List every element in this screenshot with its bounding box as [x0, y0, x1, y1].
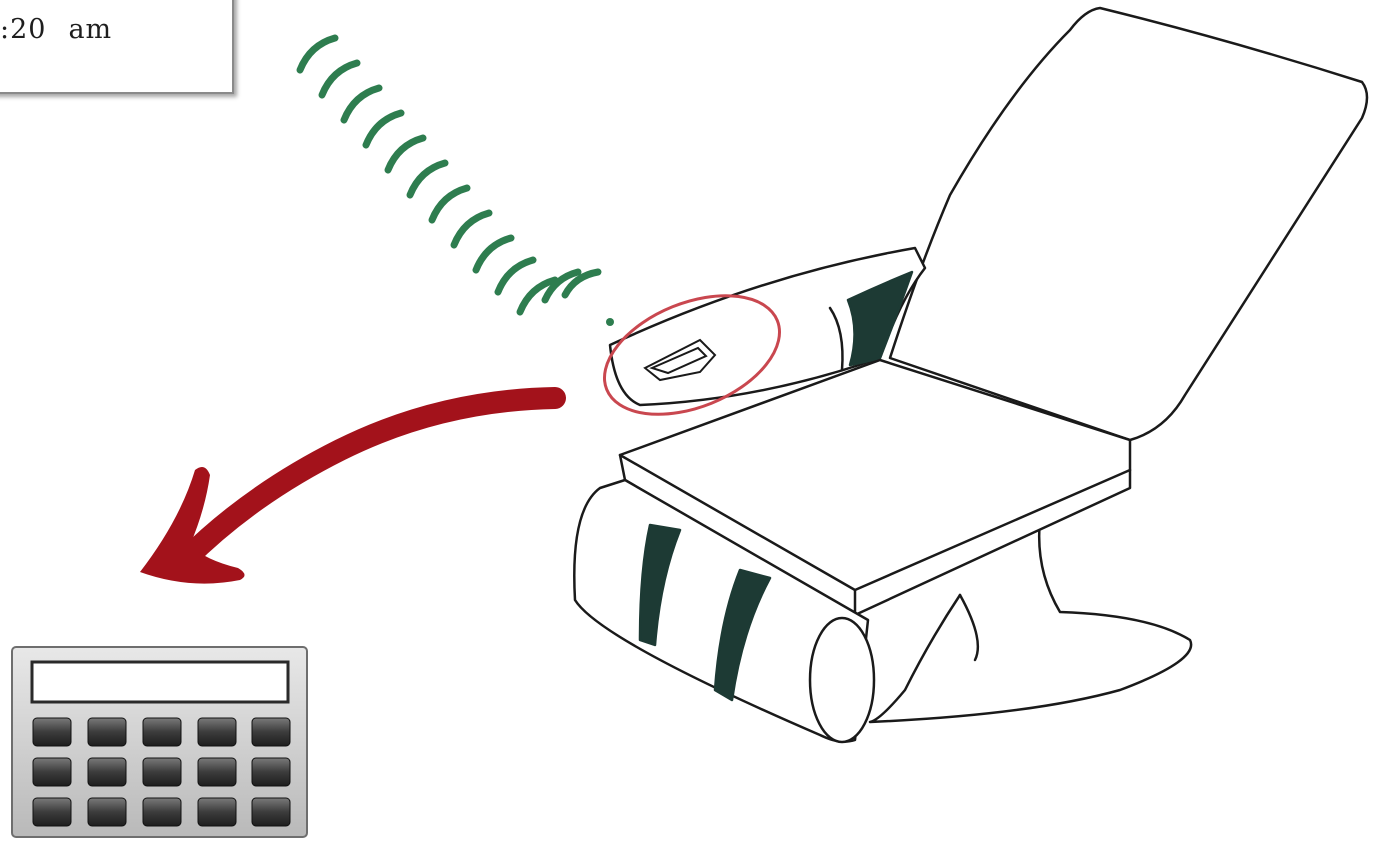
- calculator-key: [88, 758, 126, 786]
- red-arrow-icon: [140, 398, 555, 584]
- calculator-key: [198, 758, 236, 786]
- calculator-key: [143, 718, 181, 746]
- calculator-key: [252, 758, 290, 786]
- calculator-key: [252, 718, 290, 746]
- calculator-key: [33, 798, 71, 826]
- calculator-key: [143, 798, 181, 826]
- calculator-key: [252, 798, 290, 826]
- calculator-key: [33, 758, 71, 786]
- lounge-chair: [574, 8, 1367, 742]
- calculator-key: [143, 758, 181, 786]
- calculator-key: [33, 718, 71, 746]
- calculator-key: [88, 718, 126, 746]
- calculator-key: [198, 798, 236, 826]
- calculator-key: [198, 718, 236, 746]
- calculator-key: [88, 798, 126, 826]
- wireless-signal-icon: [300, 38, 614, 326]
- calculator-icon: [12, 647, 307, 837]
